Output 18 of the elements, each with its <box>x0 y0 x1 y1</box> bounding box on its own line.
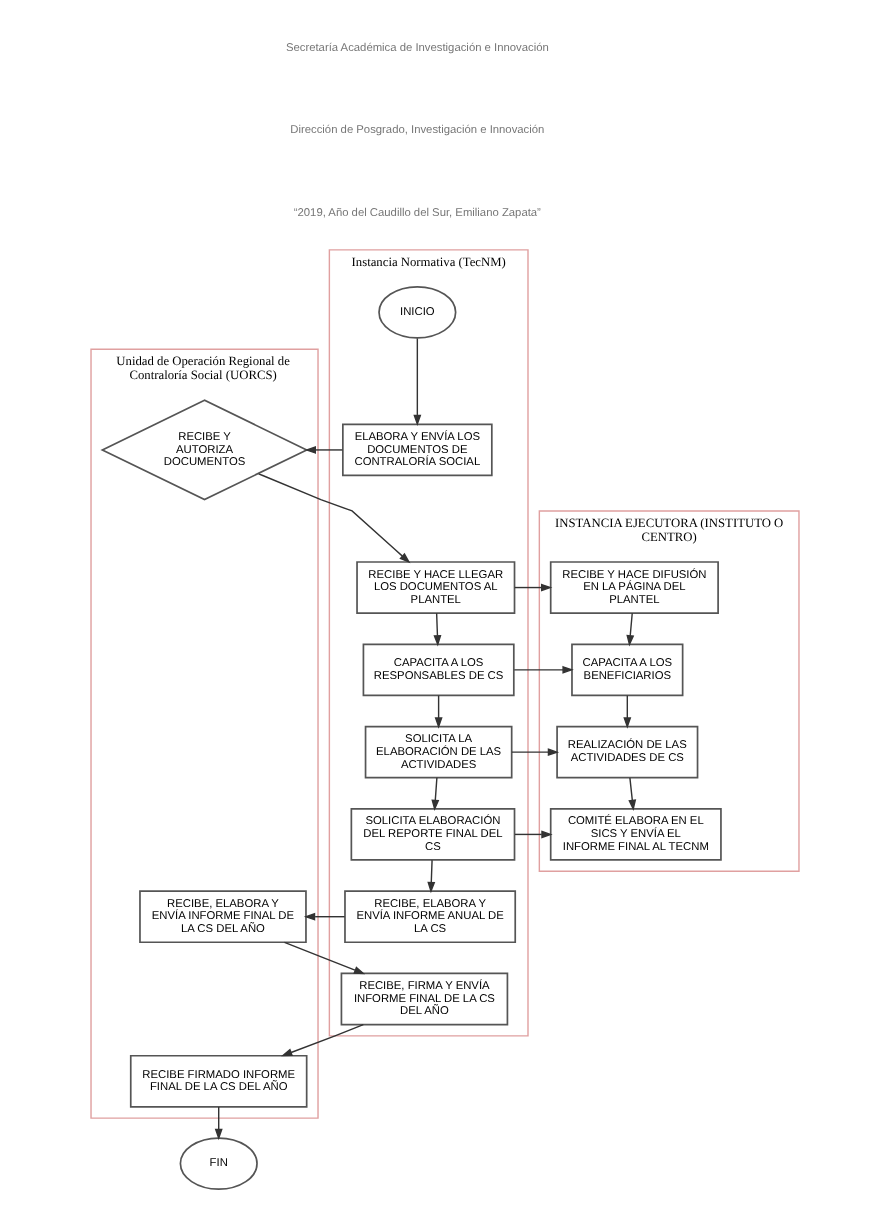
arrow <box>302 912 345 921</box>
arrow <box>433 694 442 729</box>
arrow <box>512 665 573 674</box>
arrow <box>426 859 435 894</box>
arrow <box>513 583 552 592</box>
arrow <box>280 1023 364 1057</box>
arrow <box>432 612 441 647</box>
arrow <box>282 941 365 975</box>
arrow <box>510 748 559 757</box>
arrow <box>412 337 421 427</box>
arrow <box>430 777 439 812</box>
arrow <box>303 445 343 454</box>
arrow <box>625 612 634 647</box>
arrow <box>622 694 631 729</box>
arrow <box>213 1106 222 1141</box>
arrow <box>627 777 636 811</box>
arrow <box>513 830 552 839</box>
arrow <box>256 473 410 564</box>
